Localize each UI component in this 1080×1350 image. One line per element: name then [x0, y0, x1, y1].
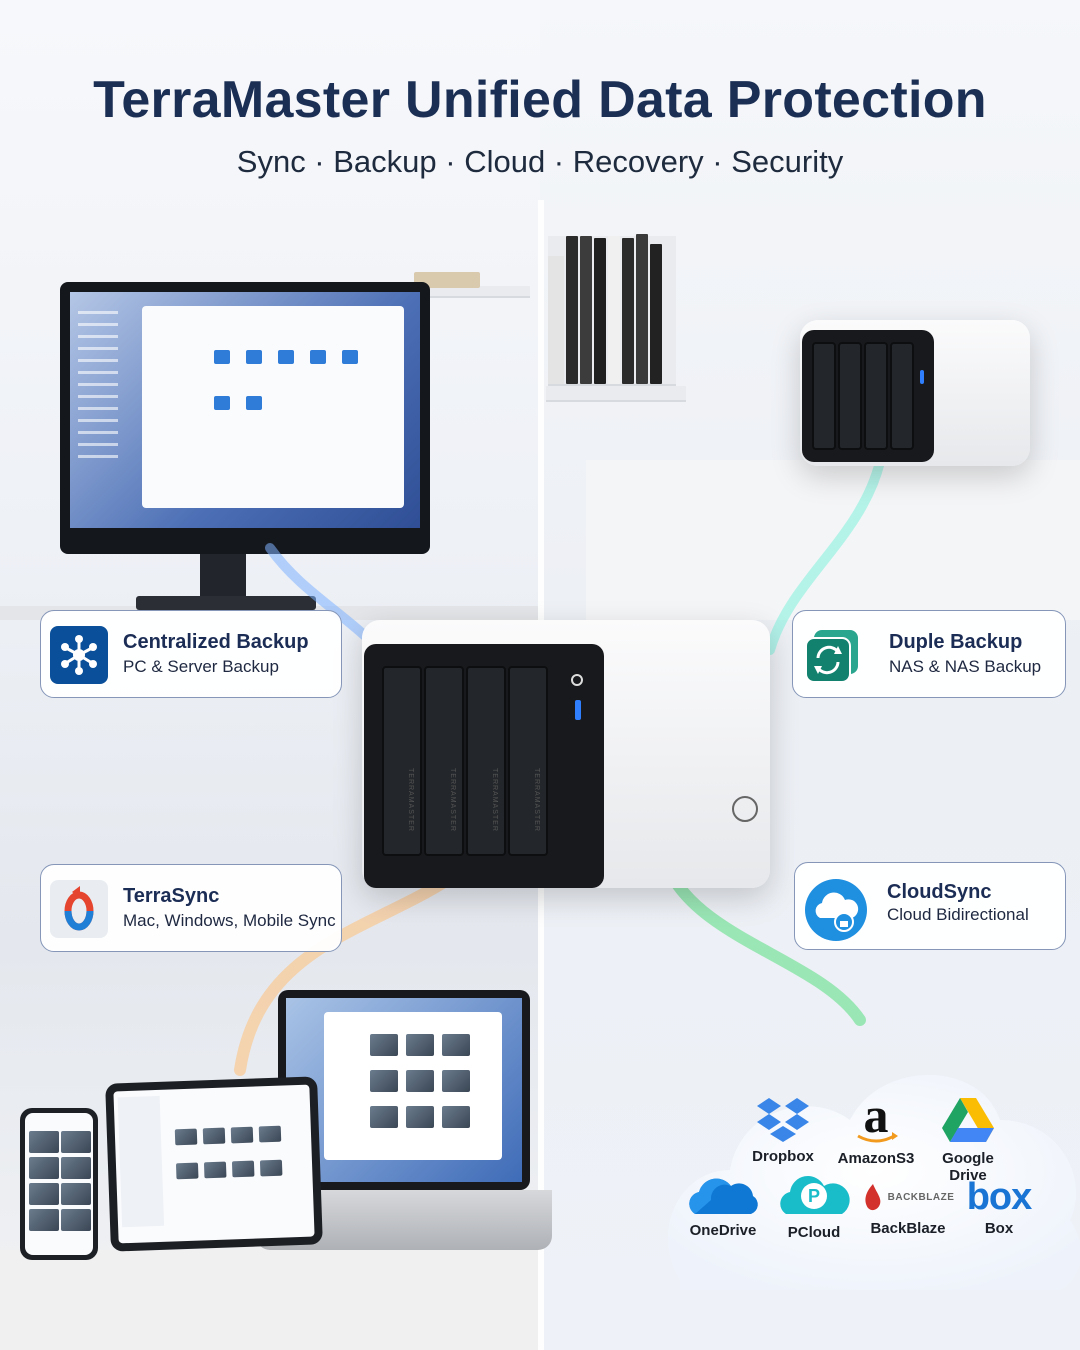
cloud-service-onedrive: OneDrive — [682, 1170, 764, 1239]
feature-card-centralized-backup[interactable]: Centralized Backup PC & Server Backup — [40, 610, 342, 698]
network-hub-icon — [50, 626, 108, 684]
page-title: TerraMaster Unified Data Protection — [93, 71, 987, 129]
file-manager-sidebar — [78, 302, 138, 462]
monitor-base — [136, 596, 316, 610]
drive-bay: TERRAMASTER — [382, 666, 422, 856]
svg-text:P: P — [808, 1186, 820, 1206]
feature-title: Duple Backup — [889, 631, 1023, 653]
folder-icon — [214, 396, 230, 410]
service-label: PCloud — [787, 1224, 841, 1241]
cloud-service-box: box Box — [964, 1174, 1034, 1237]
usb-port — [575, 700, 581, 720]
cloud-services-cloud: Dropbox a AmazonS3 Google Drive OneDrive — [660, 1050, 1080, 1290]
tablet-screen — [113, 1084, 315, 1244]
nas-secondary — [800, 320, 1030, 466]
service-label: Box — [984, 1220, 1014, 1237]
stream-green — [662, 862, 866, 1026]
folder-icon — [214, 350, 230, 364]
bay-brand: TERRAMASTER — [449, 768, 456, 832]
service-label: Dropbox — [752, 1148, 814, 1165]
tablet-sidebar — [117, 1095, 165, 1228]
page-subtitle: Sync · Backup · Cloud · Recovery · Secur… — [236, 144, 844, 179]
feature-title: CloudSync — [887, 881, 992, 903]
feature-subtitle: PC & Server Backup — [123, 657, 279, 676]
folder-icon — [246, 396, 262, 410]
file-manager-window — [142, 306, 404, 508]
service-label: BackBlaze — [870, 1220, 946, 1237]
cloud-service-backblaze: BACKBLAZE BackBlaze — [856, 1174, 960, 1237]
feature-subtitle: NAS & NAS Backup — [889, 657, 1042, 676]
bay-brand: TERRAMASTER — [491, 768, 498, 832]
cloud-lock-icon — [804, 878, 867, 941]
smartphone — [20, 1108, 98, 1260]
power-icon — [571, 674, 583, 686]
svg-text:a: a — [864, 1094, 889, 1143]
cloud-service-amazons3: a AmazonS3 — [836, 1087, 916, 1167]
shelf-plank — [546, 386, 686, 402]
sync-arrows-icon — [802, 626, 860, 684]
service-label: Google Drive — [942, 1150, 994, 1184]
backblaze-wordmark: BACKBLAZE — [887, 1191, 955, 1203]
folder-icon — [278, 350, 294, 364]
cloud-service-dropbox: Dropbox — [748, 1096, 818, 1165]
feature-card-terrasync[interactable]: TerraSync Mac, Windows, Mobile Sync — [40, 864, 342, 952]
bay-brand: TERRAMASTER — [533, 768, 540, 832]
drive-bay: TERRAMASTER — [508, 666, 548, 856]
usb-port — [920, 370, 924, 384]
laptop-screen — [286, 998, 522, 1182]
box-icon: box — [966, 1176, 1033, 1218]
cloud-service-pcloud: P PCloud — [776, 1168, 852, 1241]
dropbox-icon — [757, 1098, 809, 1142]
backblaze-icon: BACKBLAZE — [856, 1174, 960, 1220]
service-label: AmazonS3 — [837, 1150, 915, 1167]
monitor-screen — [70, 292, 420, 528]
drive-bay: TERRAMASTER — [466, 666, 506, 856]
cloud-service-google-drive: Google Drive — [922, 1094, 1014, 1184]
bookshelf — [548, 234, 676, 386]
feature-subtitle: Cloud Bidirectional — [887, 905, 1029, 924]
photos-window — [324, 1012, 502, 1160]
feature-title: Centralized Backup — [123, 631, 309, 653]
sync-circle-icon — [50, 880, 108, 938]
laptop — [278, 990, 530, 1190]
shelf-decor — [414, 272, 480, 288]
drive-bay: TERRAMASTER — [424, 666, 464, 856]
folder-icon — [342, 350, 358, 364]
monitor-stand — [200, 554, 246, 600]
brand-badge — [732, 796, 758, 822]
nas-secondary-front — [802, 330, 934, 462]
phone-screen — [25, 1113, 93, 1255]
folder-icon — [246, 350, 262, 364]
onedrive-icon — [689, 1178, 758, 1214]
folder-icon — [310, 350, 326, 364]
feature-subtitle: Mac, Windows, Mobile Sync — [123, 911, 336, 930]
cabinet — [586, 460, 1080, 620]
feature-card-duple-backup[interactable]: Duple Backup NAS & NAS Backup — [792, 610, 1066, 698]
stream-cyan — [765, 457, 885, 655]
nas-main-front: TERRAMASTER TERRAMASTER TERRAMASTER TERR… — [364, 644, 604, 888]
service-label: OneDrive — [689, 1222, 757, 1239]
nas-main: TERRAMASTER TERRAMASTER TERRAMASTER TERR… — [362, 620, 770, 888]
bay-brand: TERRAMASTER — [407, 768, 414, 832]
desktop-monitor — [60, 282, 430, 554]
drive-bay — [864, 342, 888, 450]
drive-bay — [890, 342, 914, 450]
drive-bay — [838, 342, 862, 450]
feature-card-cloudsync[interactable]: CloudSync Cloud Bidirectional — [794, 862, 1066, 950]
tablet — [105, 1076, 323, 1252]
amazon-icon: a — [857, 1087, 898, 1143]
google-drive-icon — [942, 1098, 994, 1142]
drive-bay — [812, 342, 836, 450]
pcloud-icon: P — [780, 1176, 850, 1214]
desk-bottom-left — [0, 1250, 538, 1350]
feature-title: TerraSync — [123, 885, 220, 907]
